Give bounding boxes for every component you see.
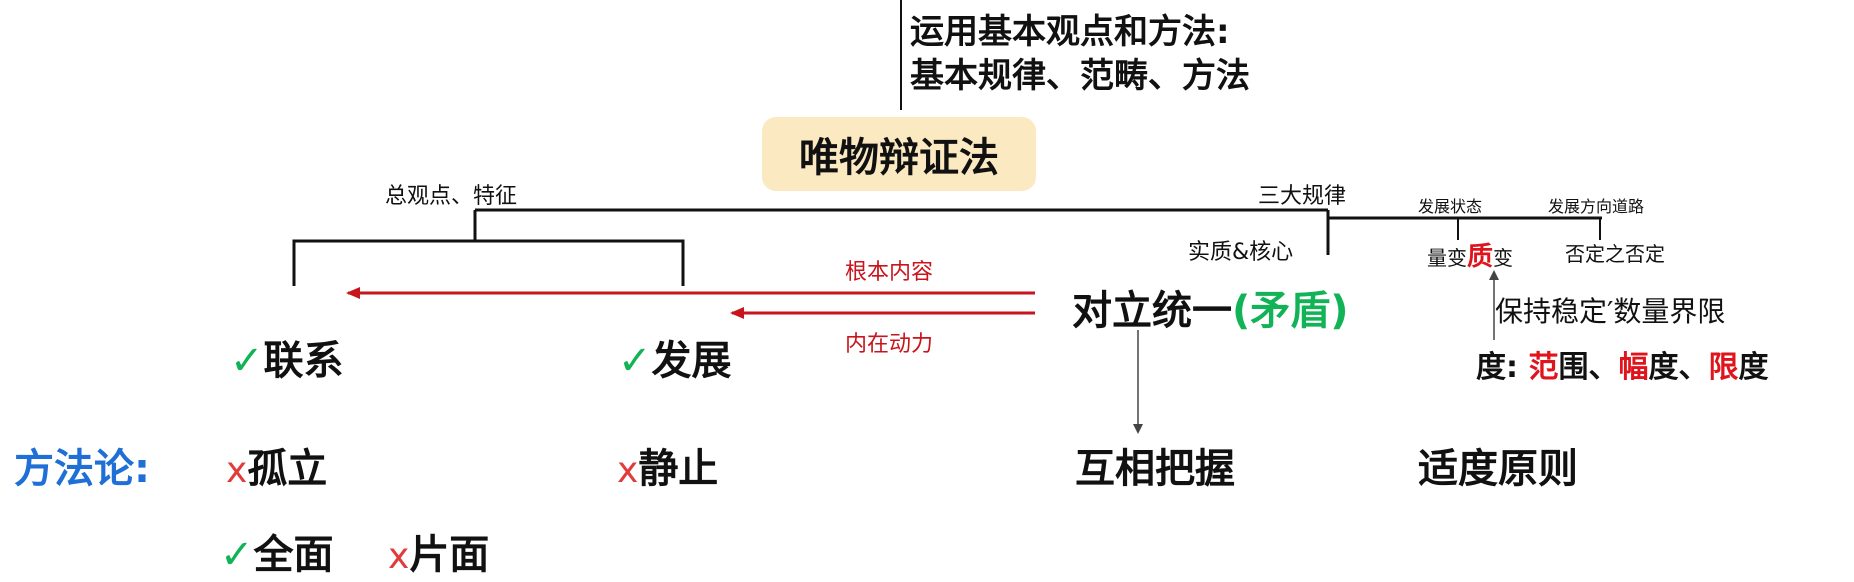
development-label: 发展 [651,338,732,384]
change-char: 变 [1493,246,1514,270]
stillness-label: 静止 [638,446,719,492]
connection-label: 联系 [263,338,344,384]
core-label: 实质&核心 [1188,240,1294,265]
whole-item: ✓全面 [220,522,334,580]
unity-heading: 对立统一(矛盾) [1072,278,1349,336]
cross-icon: x [388,536,410,577]
unity-result: 互相把握 [1075,446,1235,492]
amplitude-char: 幅 [1618,350,1649,385]
quantity-change-text: 量变 [1427,246,1467,270]
moderation-principle: 适度原则 [1418,446,1578,492]
top-note-line1: 运用基本观点和方法: [910,12,1230,52]
unity-main-text: 对立统一 [1072,288,1232,334]
left-branch-label: 总观点、特征 [385,184,518,209]
partial-item: x片面 [388,522,489,580]
arrow-inner-motive-label: 内在动力 [845,332,934,357]
stillness-item: x静止 [617,436,718,494]
measure-prefix: 度: [1476,350,1518,385]
check-icon: ✓ [618,338,652,384]
connection-item: ✓联系 [230,328,344,386]
law-direction-label: 发展方向道路 [1548,197,1645,216]
page-title: 唯物辩证法 [799,135,999,181]
range-rest: 围、 [1558,350,1619,385]
limit-rest: 度 [1738,350,1769,385]
isolation-item: x孤立 [226,436,327,494]
check-icon: ✓ [230,338,264,384]
development-item: ✓发展 [618,328,732,386]
arrow-root-content-label: 根本内容 [845,260,934,285]
top-note-line2: 基本规律、范畴、方法 [910,56,1250,96]
amplitude-rest: 度、 [1648,350,1709,385]
measure-note: 保持稳定′数量界限 [1495,295,1726,328]
measure-line: 度: 范围、幅度、限度 [1476,342,1768,386]
right-branch-label: 三大规律 [1258,184,1347,209]
partial-label: 片面 [409,532,490,578]
cross-icon: x [226,450,248,491]
title-box: 唯物辩证法 [762,117,1036,191]
cross-icon: x [617,450,639,491]
check-icon: ✓ [220,532,254,578]
law-states-label: 发展状态 [1418,197,1483,216]
quality-char: 质 [1467,242,1494,272]
law-states-value: 量变质变 [1427,236,1513,273]
range-char: 范 [1528,350,1559,385]
methodology-label: 方法论: [14,446,150,492]
whole-label: 全面 [253,532,334,578]
left-bracket [292,239,685,286]
isolation-label: 孤立 [247,446,328,492]
law-direction-value: 否定之否定 [1565,242,1665,266]
unity-paren-text: (矛盾) [1232,288,1349,334]
limit-char: 限 [1708,350,1739,385]
